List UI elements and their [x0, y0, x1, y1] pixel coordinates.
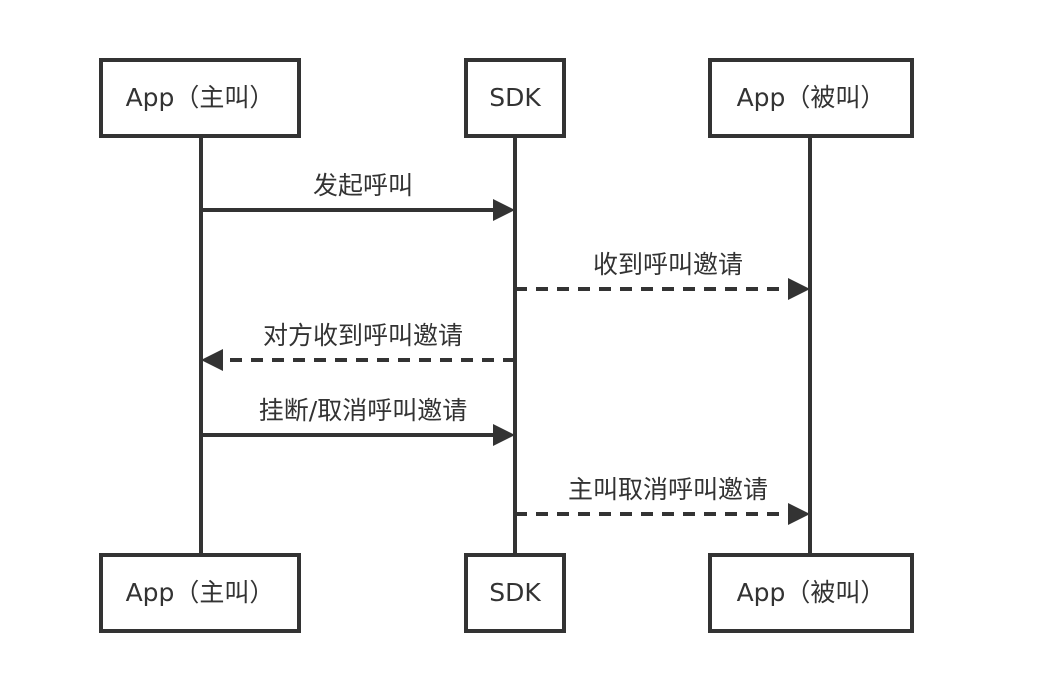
lifelines-group	[199, 136, 812, 555]
participant-box-rect	[99, 58, 301, 138]
message-5[interactable]: 主叫取消呼叫邀请	[515, 475, 810, 525]
message-arrow-head	[201, 349, 223, 371]
participant-box-caller-bottom[interactable]: App（主叫）	[99, 553, 301, 633]
message-label: 挂断/取消呼叫邀请	[259, 396, 467, 425]
message-arrow-head	[493, 199, 515, 221]
message-2[interactable]: 收到呼叫邀请	[515, 250, 810, 300]
message-label: 收到呼叫邀请	[593, 250, 743, 279]
message-arrow-head	[788, 503, 810, 525]
participant-label: SDK	[489, 578, 541, 607]
message-arrow-head	[493, 424, 515, 446]
message-label: 主叫取消呼叫邀请	[568, 475, 768, 504]
participant-box-rect	[708, 553, 914, 633]
participant-label: SDK	[489, 83, 541, 112]
message-4[interactable]: 挂断/取消呼叫邀请	[201, 396, 515, 446]
participant-box-rect	[464, 553, 566, 633]
message-label: 发起呼叫	[313, 171, 413, 200]
participant-box-callee-top[interactable]: App（被叫）	[708, 58, 914, 138]
participant-box-sdk-bottom[interactable]: SDK	[464, 553, 566, 633]
participant-label: App（被叫）	[737, 83, 886, 112]
message-3[interactable]: 对方收到呼叫邀请	[201, 321, 515, 371]
participant-box-rect	[464, 58, 566, 138]
participant-label: App（被叫）	[737, 578, 886, 607]
participant-box-rect	[708, 58, 914, 138]
participant-boxes-group: App（主叫） App（主叫） SDK SDK App（被叫） App（被叫）	[99, 58, 914, 633]
participant-label: App（主叫）	[126, 578, 275, 607]
participant-label: App（主叫）	[126, 83, 275, 112]
message-arrow-head	[788, 278, 810, 300]
message-1[interactable]: 发起呼叫	[201, 171, 515, 221]
participant-box-caller-top[interactable]: App（主叫）	[99, 58, 301, 138]
participant-box-sdk-top[interactable]: SDK	[464, 58, 566, 138]
message-label: 对方收到呼叫邀请	[263, 321, 463, 350]
participant-box-callee-bottom[interactable]: App（被叫）	[708, 553, 914, 633]
participant-box-rect	[99, 553, 301, 633]
